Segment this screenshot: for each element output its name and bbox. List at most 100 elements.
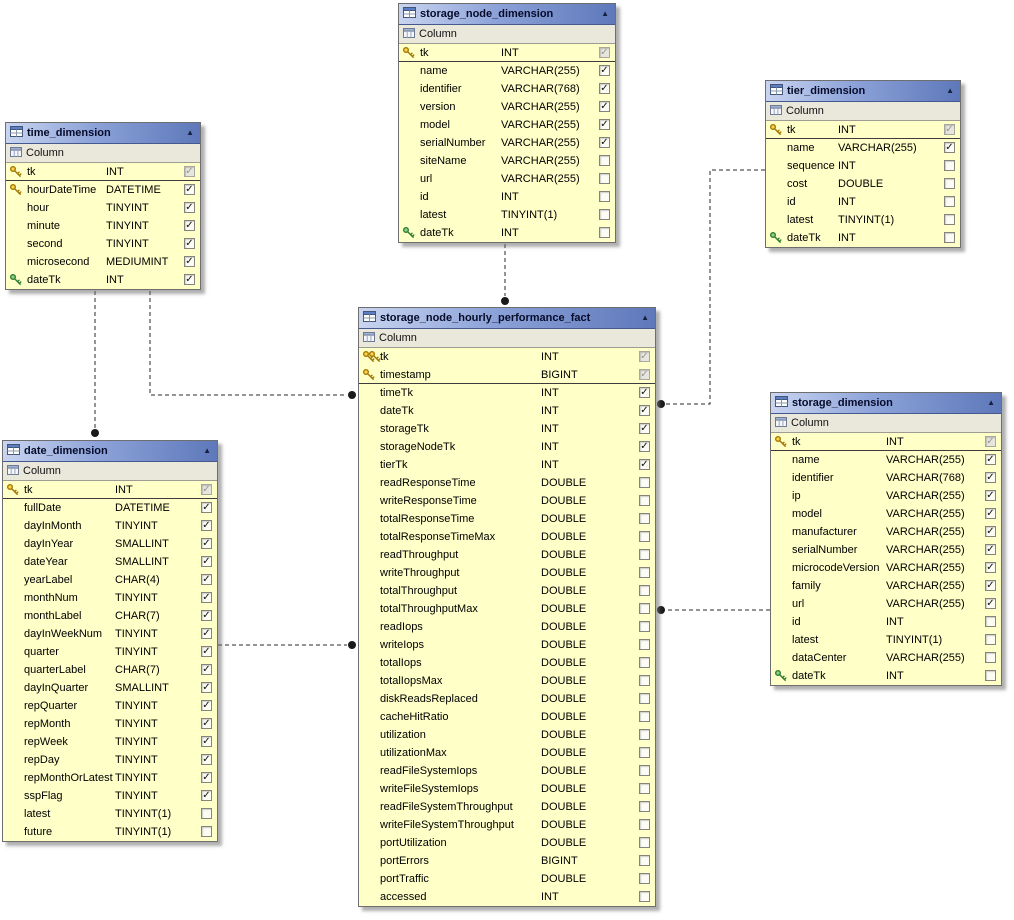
column-checkbox[interactable]: ✓ <box>201 555 212 567</box>
column-checkbox[interactable]: ✓ <box>985 543 996 555</box>
column-checkbox[interactable]: ✓ <box>201 699 212 711</box>
collapse-triangle-icon[interactable]: ▲ <box>987 398 995 407</box>
column-checkbox[interactable]: ✓ <box>201 663 212 675</box>
column-checkbox[interactable]: ✓ <box>639 368 650 380</box>
column-checkbox[interactable]: ✓ <box>201 771 212 783</box>
column-checkbox[interactable]: ✓ <box>184 237 195 249</box>
column-checkbox[interactable] <box>599 191 610 202</box>
column-checkbox[interactable] <box>639 675 650 686</box>
column-checkbox[interactable] <box>599 227 610 238</box>
column-checkbox[interactable]: ✓ <box>201 501 212 513</box>
column-checkbox[interactable]: ✓ <box>599 46 610 58</box>
column-checkbox[interactable] <box>639 603 650 614</box>
collapse-triangle-icon[interactable]: ▲ <box>186 128 194 137</box>
entity-title-bar[interactable]: storage_dimension ▲ <box>771 393 1001 414</box>
column-checkbox[interactable]: ✓ <box>639 386 650 398</box>
column-checkbox[interactable] <box>639 513 650 524</box>
column-checkbox[interactable] <box>201 826 212 837</box>
column-checkbox[interactable]: ✓ <box>184 165 195 177</box>
column-checkbox[interactable] <box>985 634 996 645</box>
column-checkbox[interactable] <box>599 209 610 220</box>
column-checkbox[interactable] <box>639 891 650 902</box>
column-checkbox[interactable]: ✓ <box>985 489 996 501</box>
column-checkbox[interactable]: ✓ <box>201 609 212 621</box>
column-checkbox[interactable] <box>599 173 610 184</box>
column-checkbox[interactable]: ✓ <box>201 627 212 639</box>
column-checkbox[interactable] <box>639 549 650 560</box>
column-checkbox[interactable] <box>639 747 650 758</box>
entity-title-bar[interactable]: storage_node_dimension ▲ <box>399 4 615 25</box>
column-checkbox[interactable]: ✓ <box>985 579 996 591</box>
relationship-tier-dimension-to-fact[interactable] <box>665 169 765 405</box>
column-checkbox[interactable] <box>599 155 610 166</box>
column-checkbox[interactable]: ✓ <box>985 435 996 447</box>
column-checkbox[interactable] <box>639 711 650 722</box>
column-checkbox[interactable]: ✓ <box>985 525 996 537</box>
column-checkbox[interactable] <box>944 178 955 189</box>
column-checkbox[interactable] <box>944 232 955 243</box>
column-checkbox[interactable] <box>639 819 650 830</box>
column-checkbox[interactable]: ✓ <box>985 453 996 465</box>
column-checkbox[interactable] <box>985 670 996 681</box>
collapse-triangle-icon[interactable]: ▲ <box>601 9 609 18</box>
column-checkbox[interactable] <box>985 652 996 663</box>
column-checkbox[interactable]: ✓ <box>201 519 212 531</box>
column-checkbox[interactable]: ✓ <box>944 141 955 153</box>
column-checkbox[interactable]: ✓ <box>201 483 212 495</box>
entity-title-bar[interactable]: date_dimension ▲ <box>3 441 217 462</box>
column-checkbox[interactable]: ✓ <box>944 123 955 135</box>
column-checkbox[interactable]: ✓ <box>201 717 212 729</box>
column-checkbox[interactable] <box>639 873 650 884</box>
column-checkbox[interactable]: ✓ <box>599 118 610 130</box>
column-checkbox[interactable]: ✓ <box>201 645 212 657</box>
column-checkbox[interactable]: ✓ <box>639 458 650 470</box>
column-checkbox[interactable]: ✓ <box>599 100 610 112</box>
column-checkbox[interactable]: ✓ <box>201 681 212 693</box>
column-checkbox[interactable]: ✓ <box>201 591 212 603</box>
column-checkbox[interactable] <box>944 196 955 207</box>
column-checkbox[interactable] <box>639 639 650 650</box>
